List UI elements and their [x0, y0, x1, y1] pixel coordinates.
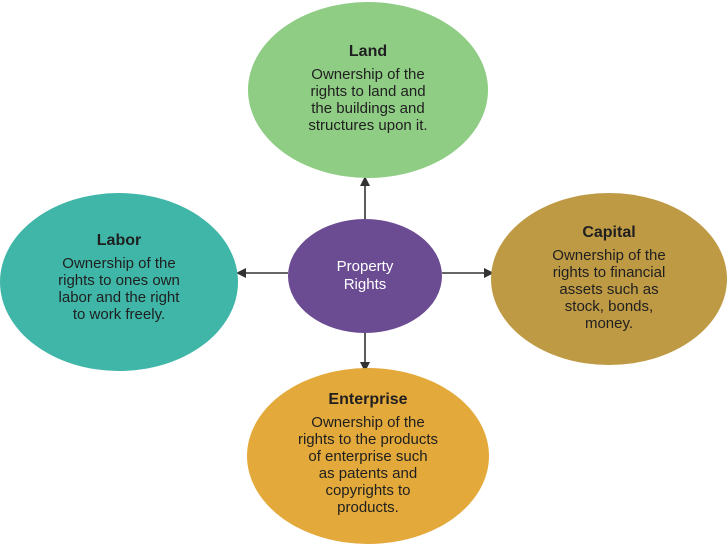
property-rights-center-node: Property Rights [288, 219, 442, 333]
land-description: Ownership of the rights to land and the … [308, 66, 428, 134]
enterprise-title: Enterprise [328, 391, 408, 408]
land-node: Land Ownership of the rights to land and… [248, 2, 488, 178]
center-label: Property Rights [336, 258, 394, 293]
labor-description: Ownership of the rights to ones own labo… [58, 255, 180, 323]
labor-title: Labor [96, 232, 142, 249]
labor-node: Labor Ownership of the rights to ones ow… [0, 193, 238, 371]
enterprise-description: Ownership of the rights to the products … [297, 414, 439, 516]
capital-title: Capital [582, 223, 636, 241]
capital-node: Capital Ownership of the rights to finan… [491, 193, 727, 365]
enterprise-node: Enterprise Ownership of the rights to th… [247, 368, 489, 544]
land-title: Land [348, 43, 388, 60]
capital-description: Ownership of the rights to financial ass… [552, 246, 666, 332]
